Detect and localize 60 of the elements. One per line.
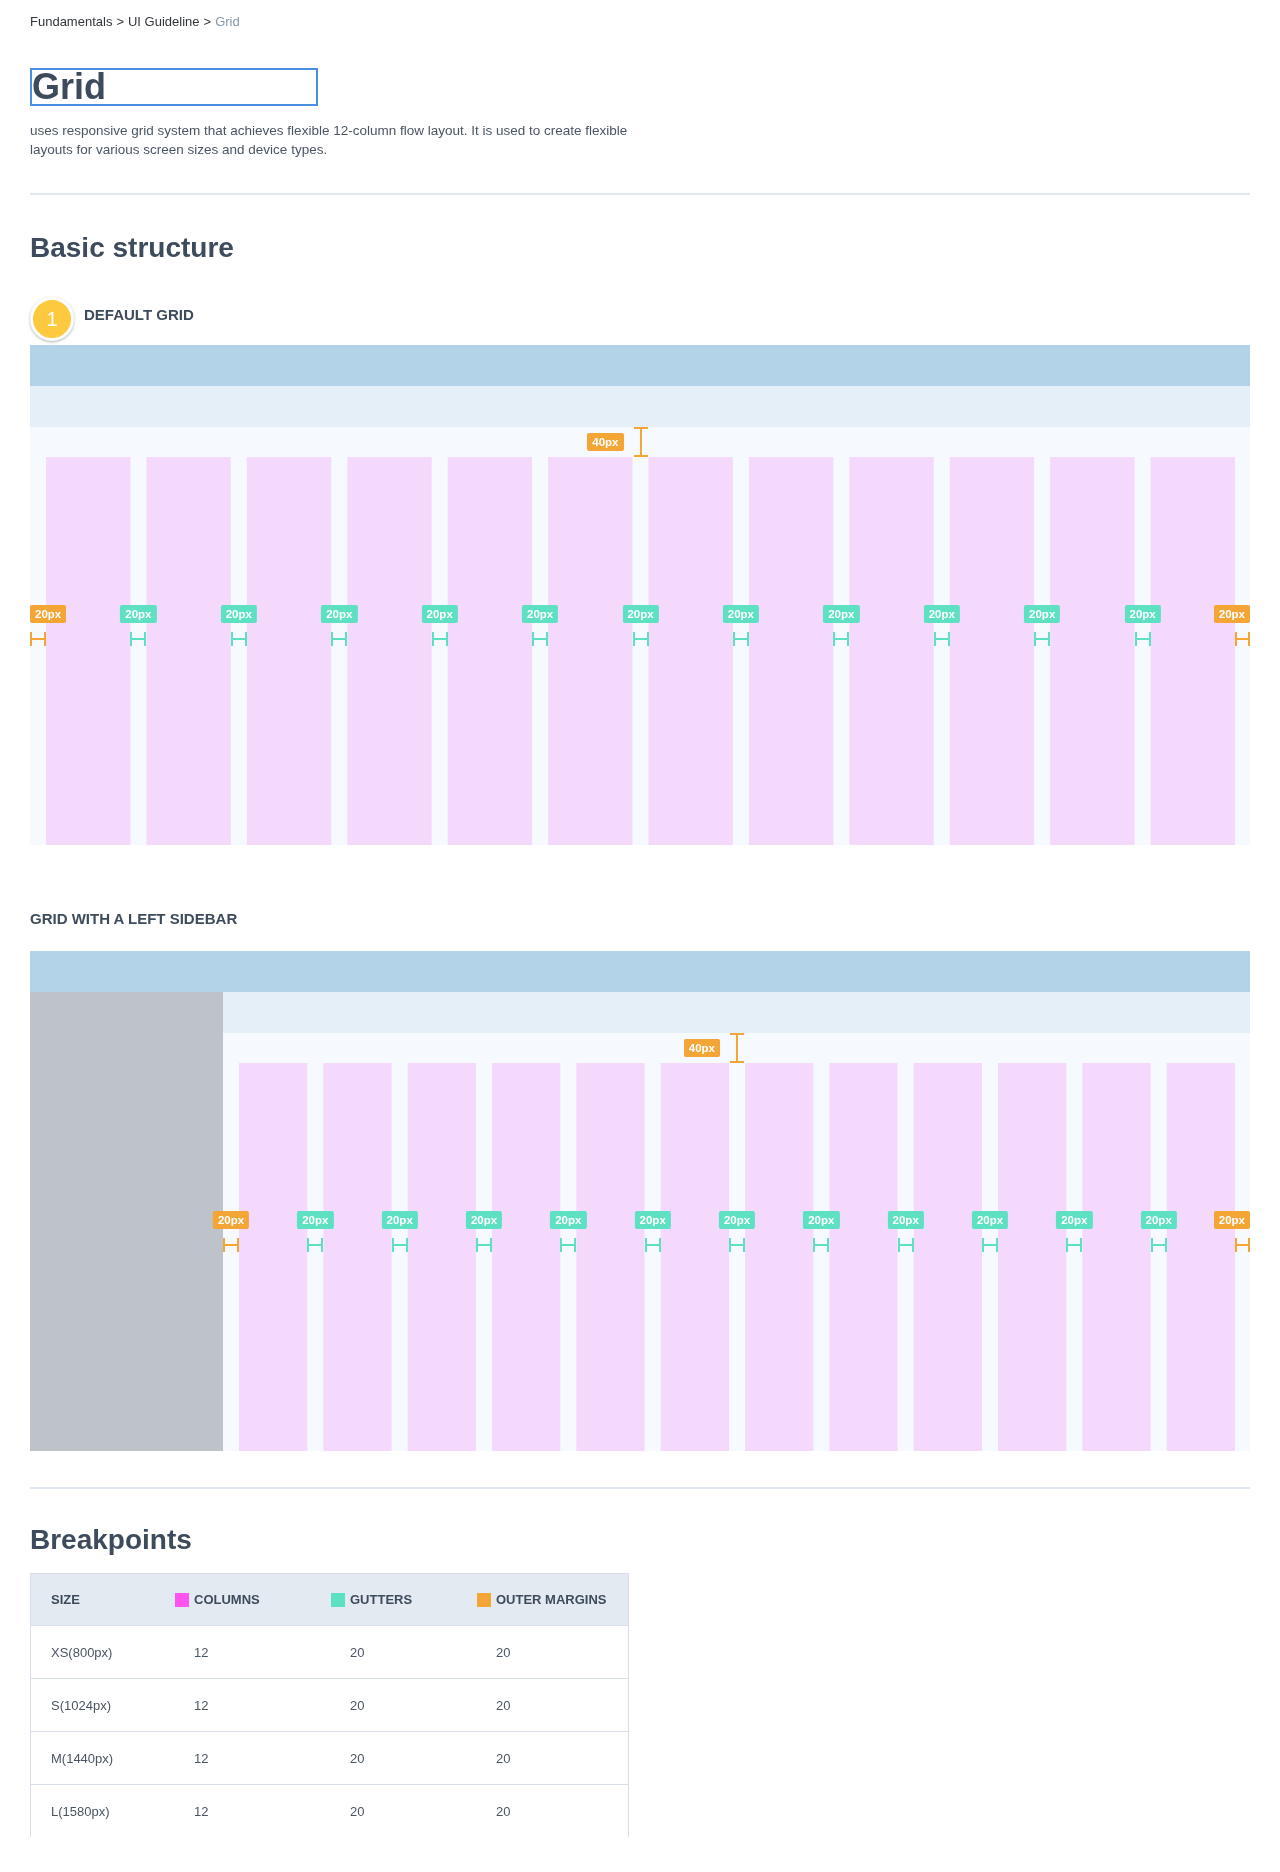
value-text: 20 [496, 1750, 511, 1768]
dimension-label: 20px [1213, 1211, 1250, 1229]
dimension-label: 20px [1024, 605, 1061, 623]
dimension-label: 20px [550, 1211, 587, 1229]
dimension-label: 20px [722, 605, 759, 623]
value-text: 20 [496, 1803, 511, 1821]
dimension-label: 20px [634, 1211, 671, 1229]
dimension-label: 20px [887, 1211, 924, 1229]
callout-number: 1 [30, 297, 74, 341]
column-header: COLUMNS [194, 1591, 260, 1609]
breadcrumb-separator: > [116, 13, 124, 31]
column-header: OUTER MARGINS [496, 1591, 607, 1609]
section-heading: Basic structure [30, 232, 234, 264]
column-header: GUTTERS [350, 1591, 413, 1609]
description-text: uses responsive grid system that achieves flexible 12-column flow layout. It is used to create flexible layouts for various screen sizes and device types. [30, 122, 629, 159]
subsection-heading: DEFAULT GRID [84, 306, 194, 324]
breadcrumb-current: Grid [215, 13, 240, 31]
subsection-heading: GRID WITH A LEFT SIDEBAR [30, 910, 238, 928]
value-text: 20 [350, 1697, 365, 1715]
dimension-label: 20px [297, 1211, 334, 1229]
page-title: Grid [30, 68, 318, 106]
dimension-label: 20px [421, 605, 458, 623]
dimension-label: 40px [587, 433, 624, 451]
value-text: 20 [350, 1803, 365, 1821]
value-text: 20 [496, 1697, 511, 1715]
breadcrumb-link: UI Guideline [128, 13, 200, 31]
value-text: 20 [496, 1644, 511, 1662]
dimension-label: 20px [465, 1211, 503, 1229]
value-text: 12 [194, 1750, 209, 1768]
breadcrumb-link: Fundamentals [30, 13, 113, 31]
size-label: S(1024px) [51, 1697, 111, 1715]
size-label: M(1440px) [51, 1750, 114, 1768]
dimension-label: 20px [823, 605, 860, 623]
dimension-label: 20px [522, 605, 559, 623]
dimension-label: 20px [971, 1211, 1009, 1229]
dimension-label: 20px [923, 605, 960, 623]
section-heading: Breakpoints [30, 1524, 192, 1556]
value-text: 20 [350, 1644, 365, 1662]
dimension-label: 20px [1213, 605, 1250, 623]
dimension-label: 40px [683, 1039, 720, 1057]
dimension-label: 20px [803, 1211, 840, 1229]
value-text: 12 [194, 1803, 209, 1821]
dimension-label: 20px [321, 605, 358, 623]
dimension-label: 20px [381, 1211, 418, 1229]
dimension-label: 20px [212, 1211, 250, 1229]
dimension-label: 20px [1140, 1211, 1177, 1229]
column-header: SIZE [51, 1591, 80, 1609]
dimension-label: 20px [718, 1211, 756, 1229]
value-text: 20 [350, 1750, 365, 1768]
value-text: 12 [194, 1697, 209, 1715]
breadcrumb-separator: > [203, 13, 212, 31]
value-text: 12 [194, 1644, 209, 1662]
dimension-label: 20px [1056, 1211, 1093, 1229]
dimension-label: 20px [120, 605, 157, 623]
size-label: XS(800px) [51, 1644, 113, 1662]
dimension-label: 20px [220, 605, 257, 623]
size-label: L(1580px) [51, 1803, 110, 1821]
dimension-label: 20px [1124, 605, 1161, 623]
dimension-label: 20px [30, 605, 67, 623]
dimension-label: 20px [622, 605, 659, 623]
